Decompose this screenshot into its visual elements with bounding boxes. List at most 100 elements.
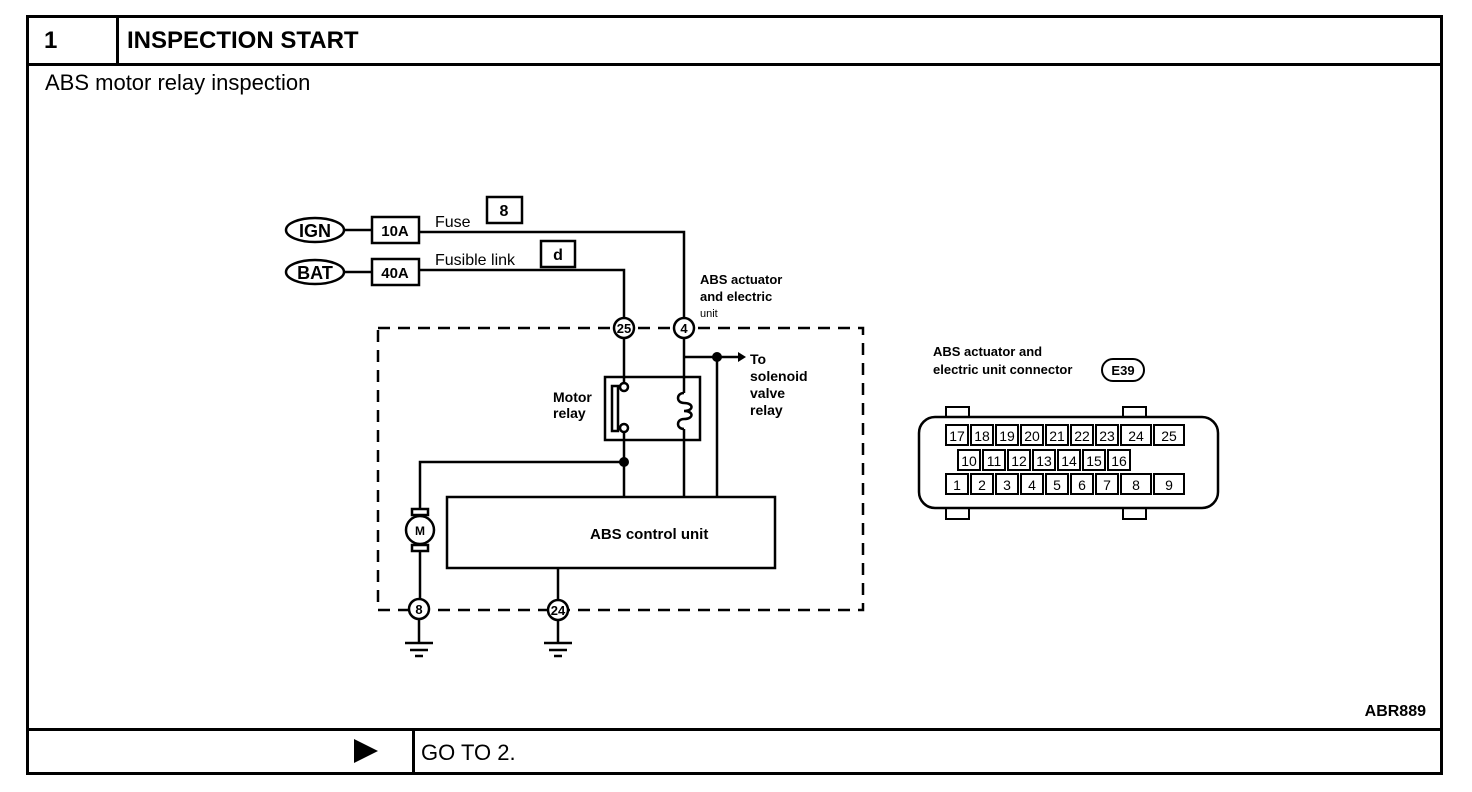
connector-pin-label: 8 [1132,477,1140,493]
connector-title: ABS actuator and [933,344,1042,359]
junction-dot [619,457,629,467]
connector-pin-label: 17 [949,428,965,444]
ground-icon [405,641,433,658]
connector-pin-6 [1070,473,1094,495]
step-header: 1 INSPECTION START [29,18,1440,66]
play-arrow-icon [354,739,378,763]
connector-pin-18 [970,424,994,446]
connector-pin-1 [945,473,969,495]
motor-relay-label: Motor [553,389,592,405]
connector-pin-label: 19 [999,428,1015,444]
relay-coil-icon [676,391,693,431]
connector-pin-14 [1057,449,1081,471]
pin-25 [612,316,636,340]
connector-title: electric unit connector [933,362,1072,377]
connector-pin-label: 7 [1103,477,1111,493]
connector-pin-label: 13 [1036,453,1052,469]
connector-pin-label: 23 [1099,428,1115,444]
bat-label: BAT [297,263,333,283]
unit-label: unit [700,308,718,320]
pin-8-label: 8 [415,602,422,617]
pin-4-label: 4 [680,321,688,336]
connector-pin-4 [1020,473,1044,495]
to-solenoid-label: valve [750,385,785,401]
connector-pin-label: 10 [961,453,977,469]
ground-icon [544,641,572,658]
junction-dot [712,352,722,362]
connector-pin-13 [1032,449,1056,471]
connector-pin-label: 21 [1049,428,1065,444]
connector-pin-11 [982,449,1006,471]
connector-pin-label: 9 [1165,477,1173,493]
fusible-link-box [539,239,577,269]
step-number: 1 [29,18,119,63]
connector-pin-25 [1153,424,1185,446]
connector-pin-label: 15 [1086,453,1102,469]
go-to-link[interactable]: GO TO 2. [421,740,516,765]
connector-pin-10 [957,449,981,471]
fuse-number-box [485,195,524,225]
fuse-label: Fuse [435,214,471,231]
connector-pin-22 [1070,424,1094,446]
connector-pin-20 [1020,424,1044,446]
connector-id: E39 [1111,363,1134,378]
figure-id: ABR889 [1364,703,1426,720]
pin-4 [672,316,696,340]
step-title: INSPECTION START [127,27,359,54]
motor-relay [603,375,702,442]
to-solenoid-label: To [750,351,766,367]
connector-pin-label: 6 [1078,477,1086,493]
connector-pin-label: 3 [1003,477,1011,493]
connector-pin-label: 24 [1128,428,1144,444]
inspection-table: 1 INSPECTION START ABS motor relay inspe… [26,15,1443,775]
abs-control-unit [445,495,777,570]
connector-e39: ABS actuator and electric unit connector… [917,344,1220,520]
connector-pin-label: 12 [1011,453,1027,469]
connector-pin-label: 20 [1024,428,1040,444]
bat-fuse-rating: 40A [381,265,409,282]
connector-pin-19 [995,424,1019,446]
fuse-number: 8 [500,203,509,220]
motor-symbol: M [415,524,425,538]
ign-fuse-rating: 10A [381,223,409,240]
connector-pin-label: 5 [1053,477,1061,493]
connector-pin-16 [1107,449,1131,471]
pin-24-label: 24 [551,603,566,618]
step-subtitle: ABS motor relay inspection [45,70,311,95]
pin-8 [407,597,431,621]
connector-pin-label: 4 [1028,477,1036,493]
bat-fuse-box [370,257,421,287]
connector-pin-24 [1120,424,1152,446]
connector-pin-label: 25 [1161,428,1177,444]
unit-label: and electric [700,289,772,304]
connector-pin-15 [1082,449,1106,471]
connector-pin-label: 18 [974,428,990,444]
motor-relay-label: relay [553,405,586,421]
to-solenoid-label: solenoid [750,368,808,384]
footer-condition-cell [29,731,415,775]
step-footer: GO TO 2. [29,728,1440,775]
connector-pin-23 [1095,424,1119,446]
connector-pin-label: 1 [953,477,961,493]
connector-pin-21 [1045,424,1069,446]
connector-pin-12 [1007,449,1031,471]
connector-pin-8 [1120,473,1152,495]
pin-24 [546,598,570,622]
unit-label: ABS actuator [700,272,782,287]
connector-pin-label: 16 [1111,453,1127,469]
connector-pin-17 [945,424,969,446]
connector-pin-label: 11 [987,453,1002,469]
control-unit-label: ABS control unit [590,526,708,543]
connector-pin-label: 2 [978,477,986,493]
connector-pin-5 [1045,473,1069,495]
ign-label: IGN [299,221,331,241]
fusible-link-id: d [553,247,563,264]
ign-fuse-box [370,215,421,245]
to-solenoid-label: relay [750,402,783,418]
pin-25-label: 25 [617,321,631,336]
connector-pin-7 [1095,473,1119,495]
connector-pin-label: 22 [1074,428,1090,444]
arrow-icon [738,352,746,362]
connector-pin-2 [970,473,994,495]
